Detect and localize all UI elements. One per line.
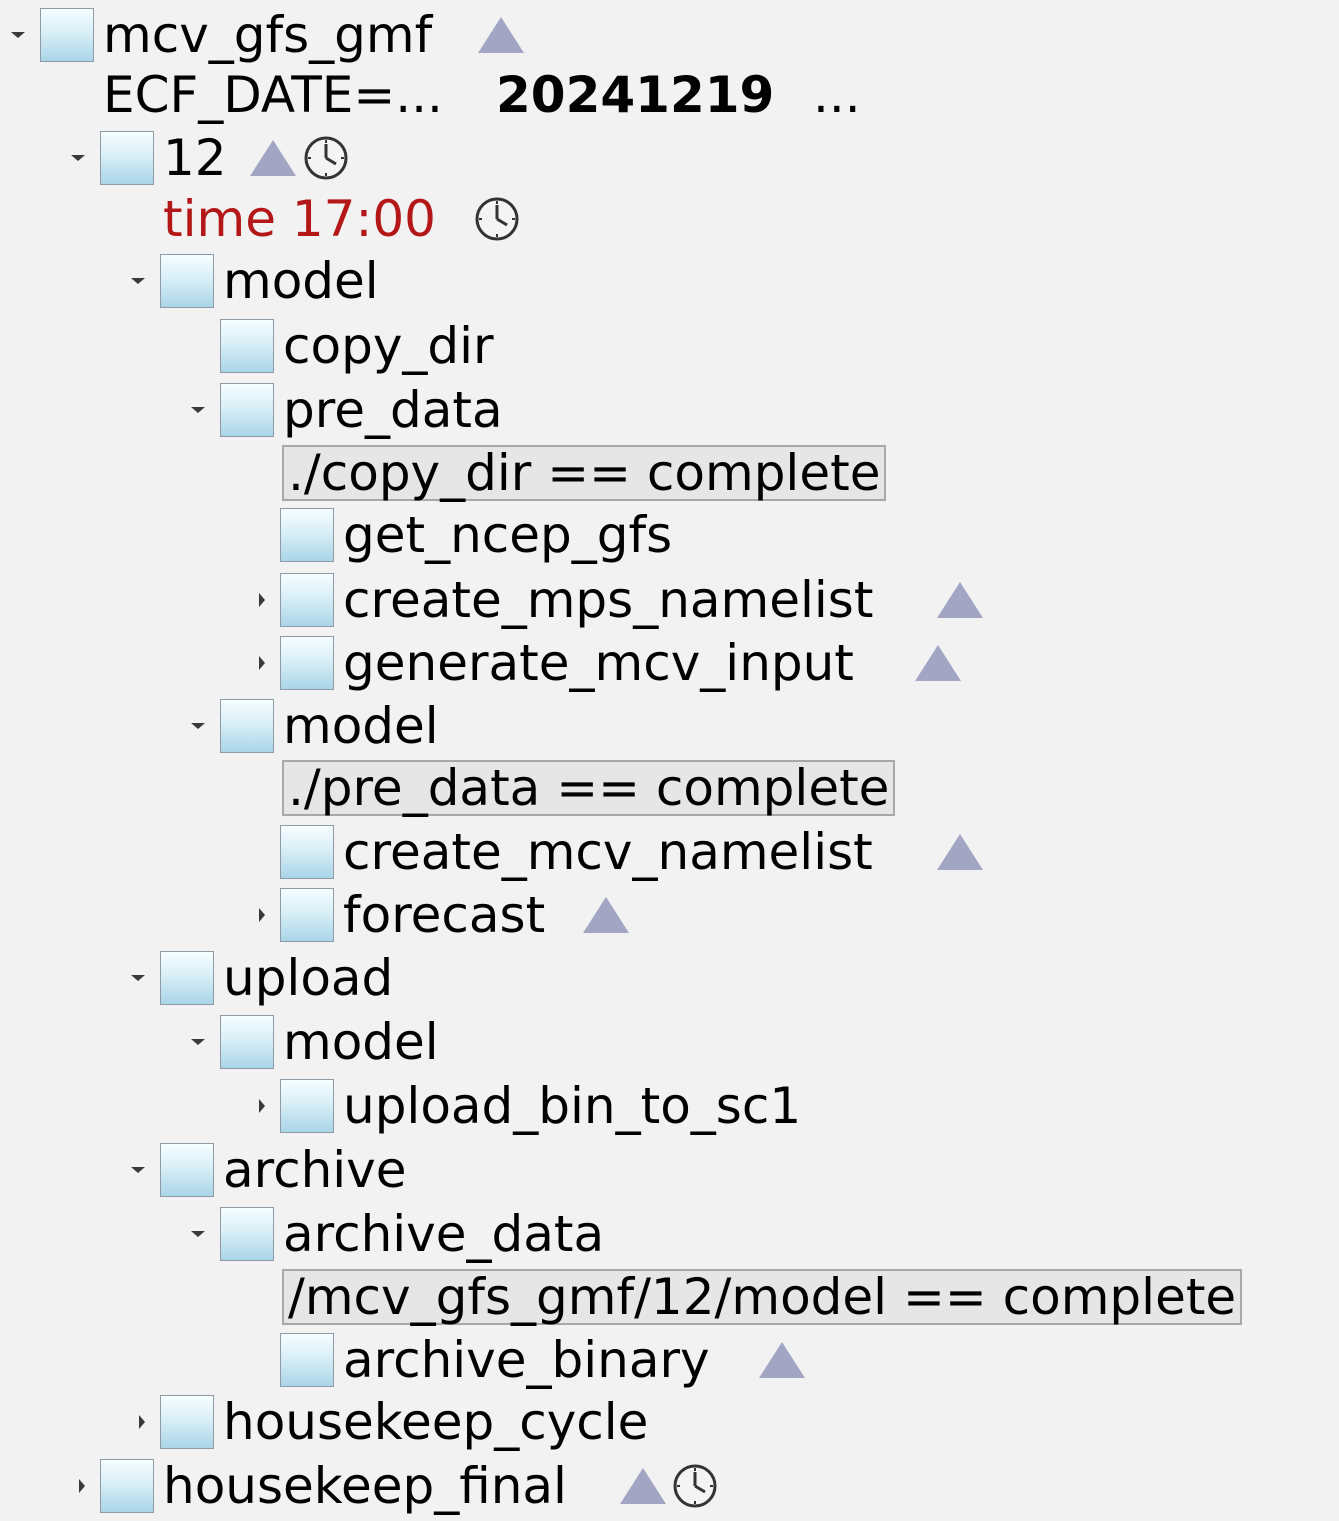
tree-row-housekeep-cycle[interactable]: housekeep_cycle [0, 1392, 1339, 1452]
chevron-down-icon[interactable] [191, 1039, 205, 1045]
tree-row-pre-data[interactable]: pre_data [0, 380, 1339, 440]
node-label[interactable]: archive_data [283, 1205, 605, 1263]
chevron-right-icon[interactable] [79, 1479, 85, 1493]
node-label[interactable]: archive_binary [343, 1331, 710, 1389]
clock-icon [673, 1464, 717, 1508]
tree-row-upload-bin-to-sc1[interactable]: upload_bin_to_sc1 [0, 1076, 1339, 1136]
variable-suffix: ... [813, 66, 861, 124]
node-label[interactable]: generate_mcv_input [343, 634, 854, 692]
status-box[interactable] [160, 1395, 214, 1449]
status-box[interactable] [220, 1207, 274, 1261]
tree-row-upload-model[interactable]: model [0, 1012, 1339, 1072]
chevron-down-icon[interactable] [131, 1167, 145, 1173]
trigger-expression: ./copy_dir == complete [282, 444, 887, 502]
node-label[interactable]: 12 [163, 129, 227, 187]
chevron-right-icon[interactable] [259, 908, 265, 922]
variable-name: ECF_DATE=... [103, 66, 443, 124]
chevron-down-icon[interactable] [11, 32, 25, 38]
tree-row-archive-data[interactable]: archive_data [0, 1204, 1339, 1264]
node-label[interactable]: archive [223, 1141, 407, 1199]
chevron-down-icon[interactable] [191, 407, 205, 413]
tree-row-model[interactable]: model [0, 251, 1339, 311]
status-box[interactable] [280, 573, 334, 627]
tree-row-get-ncep-gfs[interactable]: get_ncep_gfs [0, 505, 1339, 565]
tree-row-trigger[interactable]: /mcv_gfs_gmf/12/model == complete [0, 1267, 1339, 1327]
chevron-down-icon[interactable] [191, 1231, 205, 1237]
status-box[interactable] [40, 8, 94, 62]
node-label[interactable]: model [223, 252, 379, 310]
node-label[interactable]: upload [223, 949, 394, 1007]
node-label[interactable]: get_ncep_gfs [343, 506, 673, 564]
tree-row-create-mps-namelist[interactable]: create_mps_namelist [0, 570, 1339, 630]
tree-row-copy-dir[interactable]: copy_dir [0, 316, 1339, 376]
triangle-marker-icon [937, 582, 983, 618]
chevron-down-icon[interactable] [71, 155, 85, 161]
clock-icon [304, 136, 348, 180]
tree-row-create-mcv-namelist[interactable]: create_mcv_namelist [0, 822, 1339, 882]
status-box[interactable] [220, 319, 274, 373]
tree-row-archive-binary[interactable]: archive_binary [0, 1330, 1339, 1390]
node-label[interactable]: upload_bin_to_sc1 [343, 1077, 802, 1135]
triangle-marker-icon [937, 834, 983, 870]
triangle-marker-icon [759, 1342, 805, 1378]
tree-row-archive[interactable]: archive [0, 1140, 1339, 1200]
triangle-marker-icon [583, 897, 629, 933]
clock-icon [475, 197, 519, 241]
node-label[interactable]: create_mcv_namelist [343, 823, 873, 881]
node-label[interactable]: forecast [343, 886, 546, 944]
tree-row-trigger[interactable]: ./copy_dir == complete [0, 443, 1339, 503]
node-label[interactable]: pre_data [283, 381, 503, 439]
node-label[interactable]: housekeep_final [163, 1457, 567, 1515]
triangle-marker-icon [620, 1468, 666, 1504]
time-attribute: time 17:00 [163, 190, 436, 248]
status-box[interactable] [280, 825, 334, 879]
status-box[interactable] [220, 383, 274, 437]
node-label[interactable]: model [283, 1013, 439, 1071]
chevron-right-icon[interactable] [259, 593, 265, 607]
node-label[interactable]: housekeep_cycle [223, 1393, 649, 1451]
chevron-right-icon[interactable] [259, 1099, 265, 1113]
variable-value: 20241219 [496, 66, 775, 124]
tree-row-housekeep-final[interactable]: housekeep_final [0, 1456, 1339, 1516]
status-box[interactable] [100, 131, 154, 185]
node-label[interactable]: copy_dir [283, 317, 494, 375]
triangle-marker-icon [250, 140, 296, 176]
chevron-down-icon[interactable] [191, 723, 205, 729]
status-box[interactable] [220, 699, 274, 753]
triangle-marker-icon [478, 17, 524, 53]
trigger-expression: /mcv_gfs_gmf/12/model == complete [282, 1268, 1243, 1326]
status-box[interactable] [220, 1015, 274, 1069]
status-box[interactable] [280, 508, 334, 562]
tree-row-generate-mcv-input[interactable]: generate_mcv_input [0, 633, 1339, 693]
tree-row-time[interactable]: time 17:00 [0, 189, 1339, 249]
chevron-right-icon[interactable] [259, 656, 265, 670]
status-box[interactable] [280, 1333, 334, 1387]
chevron-down-icon[interactable] [131, 975, 145, 981]
node-label[interactable]: create_mps_namelist [343, 571, 874, 629]
tree-row-upload[interactable]: upload [0, 948, 1339, 1008]
chevron-right-icon[interactable] [139, 1415, 145, 1429]
tree-row-12[interactable]: 12 [0, 128, 1339, 188]
chevron-down-icon[interactable] [131, 278, 145, 284]
status-box[interactable] [280, 888, 334, 942]
status-box[interactable] [160, 254, 214, 308]
node-label[interactable]: model [283, 697, 439, 755]
status-box[interactable] [280, 636, 334, 690]
tree-row-model-inner[interactable]: model [0, 696, 1339, 756]
status-box[interactable] [100, 1459, 154, 1513]
tree-row-trigger[interactable]: ./pre_data == complete [0, 758, 1339, 818]
tree-row-variable[interactable]: ECF_DATE=... 20241219 ... [0, 65, 1339, 125]
status-box[interactable] [160, 951, 214, 1005]
status-box[interactable] [160, 1143, 214, 1197]
node-label[interactable]: mcv_gfs_gmf [103, 6, 433, 64]
tree-row-forecast[interactable]: forecast [0, 885, 1339, 945]
status-box[interactable] [280, 1079, 334, 1133]
trigger-expression: ./pre_data == complete [282, 759, 896, 817]
triangle-marker-icon [915, 645, 961, 681]
tree-row-root[interactable]: mcv_gfs_gmf [0, 5, 1339, 65]
